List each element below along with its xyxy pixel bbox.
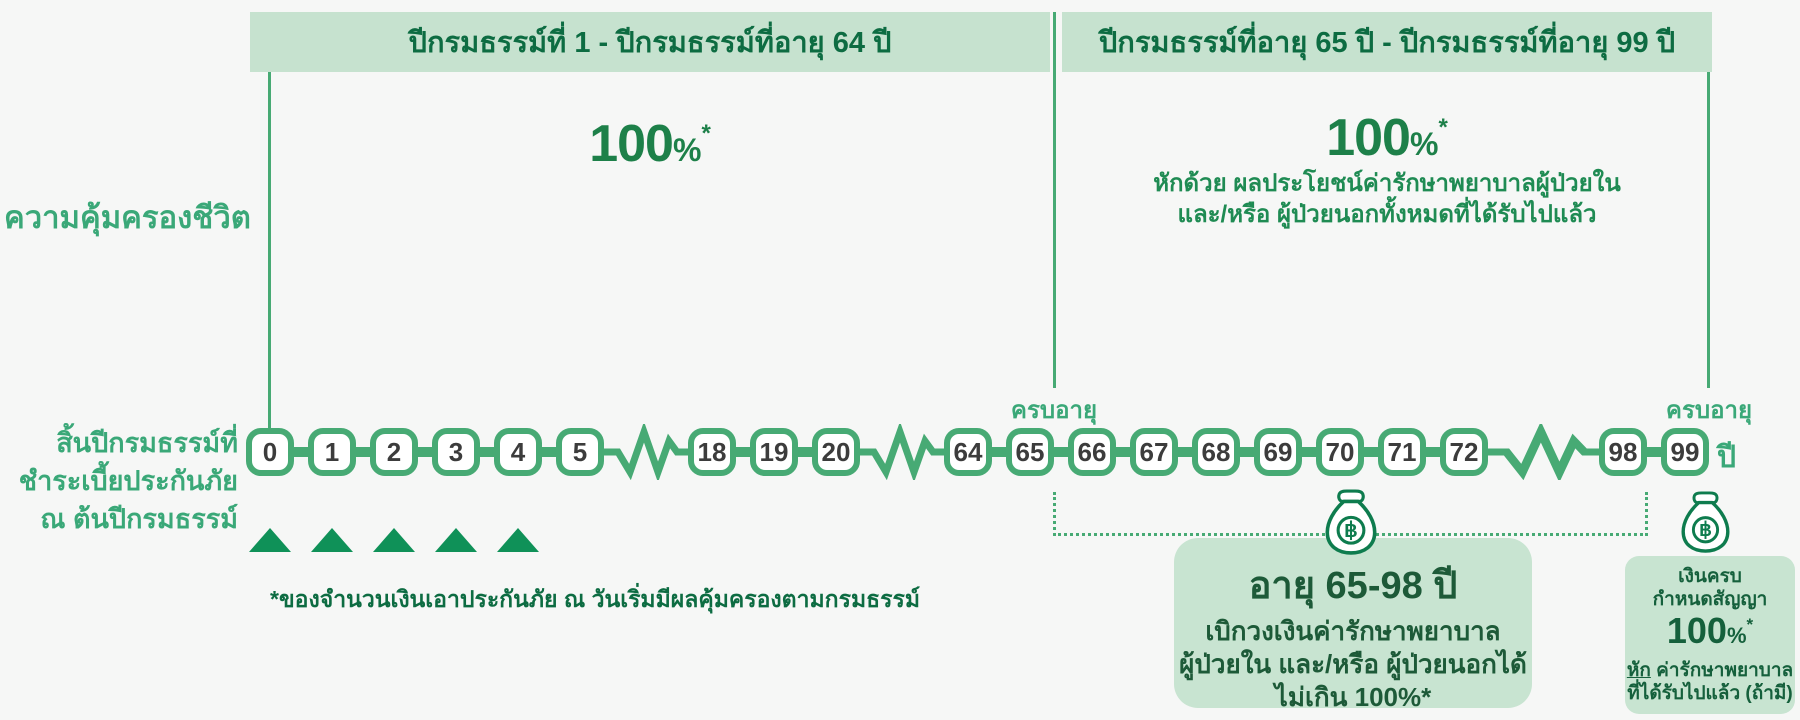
callout-line2: ผู้ป่วยใน และ/หรือ ผู้ป่วยนอกได้	[1179, 649, 1527, 679]
timeline-year-box: 3	[432, 428, 480, 476]
policy-period-header-section2: ปีกรมธรรม์ที่อายุ 65 ปี - ปีกรมธรรม์ที่อ…	[1062, 12, 1712, 72]
timeline-year-box: 71	[1378, 428, 1426, 476]
maturity-label-age-65: ครบอายุ	[1010, 397, 1098, 424]
deduct-rest: ค่ารักษาพยาบาล	[1656, 660, 1794, 681]
policy-period-header-section1: ปีกรมธรรม์ที่ 1 - ปีกรมธรรม์ที่อายุ 64 ป…	[250, 12, 1050, 72]
timeline-break-zigzag-icon	[604, 421, 688, 483]
axis-label-line3: ณ ต้นปีกรมธรรม์	[40, 504, 238, 534]
timeline-year-box: 65	[1006, 428, 1054, 476]
callout-line1: เบิกวงเงินค่ารักษาพยาบาล	[1205, 616, 1501, 646]
timeline-year-box: 66	[1068, 428, 1116, 476]
timeline-year-box: 67	[1130, 428, 1178, 476]
percentage-value: 100	[589, 115, 674, 173]
deduction-note-line1: หักด้วย ผลประโยชน์ค่ารักษาพยาบาลผู้ป่วยใ…	[1153, 170, 1621, 197]
maturity-label-age-99: ครบอายุ	[1665, 397, 1753, 424]
timeline-connector	[989, 447, 1009, 457]
timeline-year-box: 5	[556, 428, 604, 476]
money-bag-icon: B	[1681, 491, 1730, 553]
premium-payment-triangle-icon	[497, 528, 539, 552]
timeline-year-box: 98	[1599, 428, 1647, 476]
deduction-note-line2: และ/หรือ ผู้ป่วยนอกทั้งหมดที่ได้รับไปแล้…	[1177, 201, 1597, 228]
timeline-axis-label: สิ้นปีกรมธรรม์ที่ ชำระเบี้ยประกันภัย ณ ต…	[0, 424, 238, 538]
timeline-connector	[1423, 447, 1443, 457]
timeline-year-box: 68	[1192, 428, 1240, 476]
timeline-year-box: 20	[812, 428, 860, 476]
premium-payment-triangle-icon	[373, 528, 415, 552]
deduct-word: หัก	[1626, 660, 1651, 681]
percentage-value: 100	[1666, 610, 1727, 651]
timeline-year-box: 1	[308, 428, 356, 476]
timeline-connector	[1237, 447, 1257, 457]
timeline-connector	[1644, 447, 1664, 457]
axis-label-line1: สิ้นปีกรมธรรม์ที่	[56, 428, 238, 458]
claim-range-bracket-left	[1053, 492, 1056, 536]
timeline-year-box: 99	[1661, 428, 1709, 476]
callout-medical-claim-65-98: อายุ 65-98 ปี เบิกวงเงินค่ารักษาพยาบาล ผ…	[1174, 538, 1532, 712]
timeline-connector	[1113, 447, 1133, 457]
section-divider-line	[1053, 12, 1056, 388]
percent-sign: %	[1409, 126, 1439, 162]
asterisk: *	[701, 120, 711, 147]
timeline-year-box: 64	[944, 428, 992, 476]
timeline-unit-label: ปี	[1717, 441, 1737, 474]
timeline-connector	[1299, 447, 1319, 457]
timeline-year-box: 69	[1254, 428, 1302, 476]
life-coverage-row-label: ความคุ้มครองชีวิต	[4, 200, 251, 235]
section2-end-line	[1707, 72, 1710, 388]
section1-start-line	[268, 72, 271, 428]
percent-sign: %	[672, 132, 702, 168]
timeline-connector	[795, 447, 815, 457]
claim-range-bracket-right	[1645, 492, 1648, 536]
callout-maturity-benefit-99: เงินครบ กำหนดสัญญา 100%* หัก ค่ารักษาพยา…	[1625, 556, 1795, 714]
money-bag-icon: B	[1325, 489, 1377, 555]
timeline-connector	[353, 447, 373, 457]
asterisk: *	[1746, 615, 1754, 634]
timeline-break-zigzag-icon	[860, 421, 944, 483]
maturity-benefit-amount: 100%*	[1625, 611, 1795, 659]
percentage-value: 100	[1326, 109, 1411, 167]
timeline-year-box: 70	[1316, 428, 1364, 476]
timeline-connector	[415, 447, 435, 457]
premium-payment-triangle-icon	[249, 528, 291, 552]
timeline-year-box: 19	[750, 428, 798, 476]
maturity-benefit-last-line: ที่ได้รับไปแล้ว (ถ้ามี)	[1627, 683, 1793, 704]
percent-sign: %	[1726, 623, 1747, 648]
timeline-connector	[733, 447, 753, 457]
maturity-benefit-deduct-line: หัก ค่ารักษาพยาบาล	[1625, 659, 1795, 682]
life-coverage-value-section1: 100%*	[450, 114, 850, 174]
axis-label-line2: ชำระเบี้ยประกันภัย	[18, 466, 238, 496]
timeline-year-box: 18	[688, 428, 736, 476]
timeline-connector	[539, 447, 559, 457]
premium-payment-triangle-icon	[311, 528, 353, 552]
timeline-year-box: 2	[370, 428, 418, 476]
footnote-text: *ของจำนวนเงินเอาประกันภัย ณ วันเริ่มมีผล…	[270, 586, 921, 612]
maturity-benefit-line2: กำหนดสัญญา	[1652, 589, 1768, 610]
premium-payment-triangle-icon	[435, 528, 477, 552]
callout-title: อายุ 65-98 ปี	[1248, 565, 1458, 607]
timeline-connector	[1175, 447, 1195, 457]
life-coverage-value-section2: 100%* หักด้วย ผลประโยชน์ค่ารักษาพยาบาลผู…	[1087, 108, 1687, 230]
callout-line3: ไม่เกิน 100%*	[1274, 682, 1432, 712]
timeline-break-zigzag-icon	[1488, 421, 1599, 483]
timeline-connector	[1361, 447, 1381, 457]
timeline-year-box: 0	[246, 428, 294, 476]
maturity-benefit-line1: เงินครบ	[1678, 566, 1742, 587]
timeline-connector	[477, 447, 497, 457]
timeline-year-box: 4	[494, 428, 542, 476]
asterisk: *	[1438, 114, 1448, 141]
timeline-year-box: 72	[1440, 428, 1488, 476]
timeline-connector	[1051, 447, 1071, 457]
timeline-connector	[291, 447, 311, 457]
